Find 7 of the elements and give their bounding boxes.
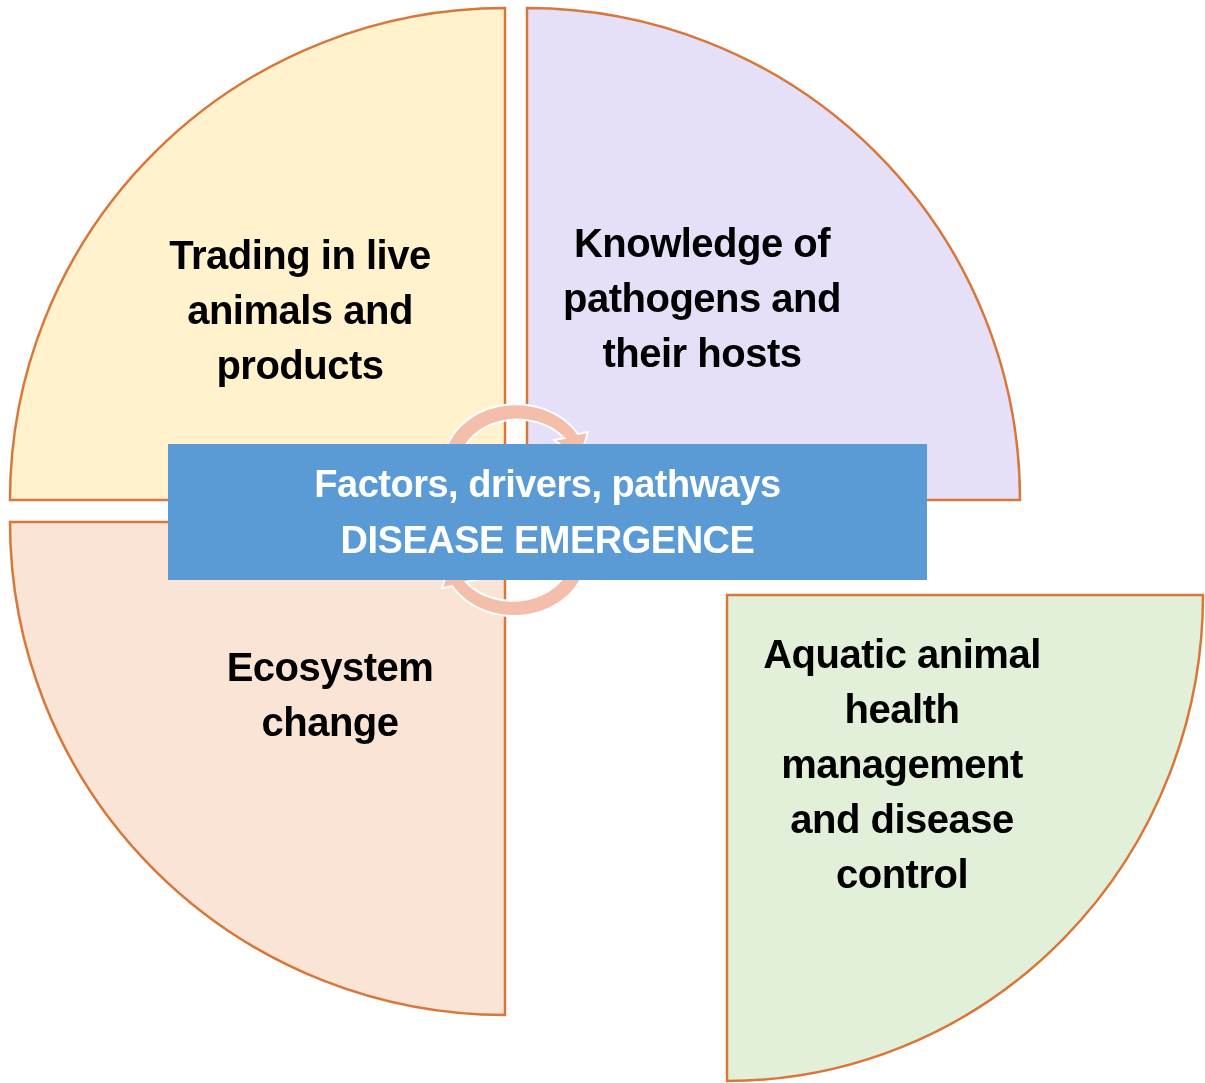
segment-label: Knowledge of pathogens and their hosts (562, 220, 842, 377)
segment-label: Aquatic animal health management and disease control (762, 631, 1042, 898)
segment-label: Ecosystem change (225, 644, 435, 746)
banner-subtitle: Factors, drivers, pathways (314, 462, 781, 507)
segment-label: Trading in live animals and products (168, 232, 432, 389)
title-banner (168, 444, 927, 580)
banner-heading: DISEASE EMERGENCE (340, 518, 755, 563)
